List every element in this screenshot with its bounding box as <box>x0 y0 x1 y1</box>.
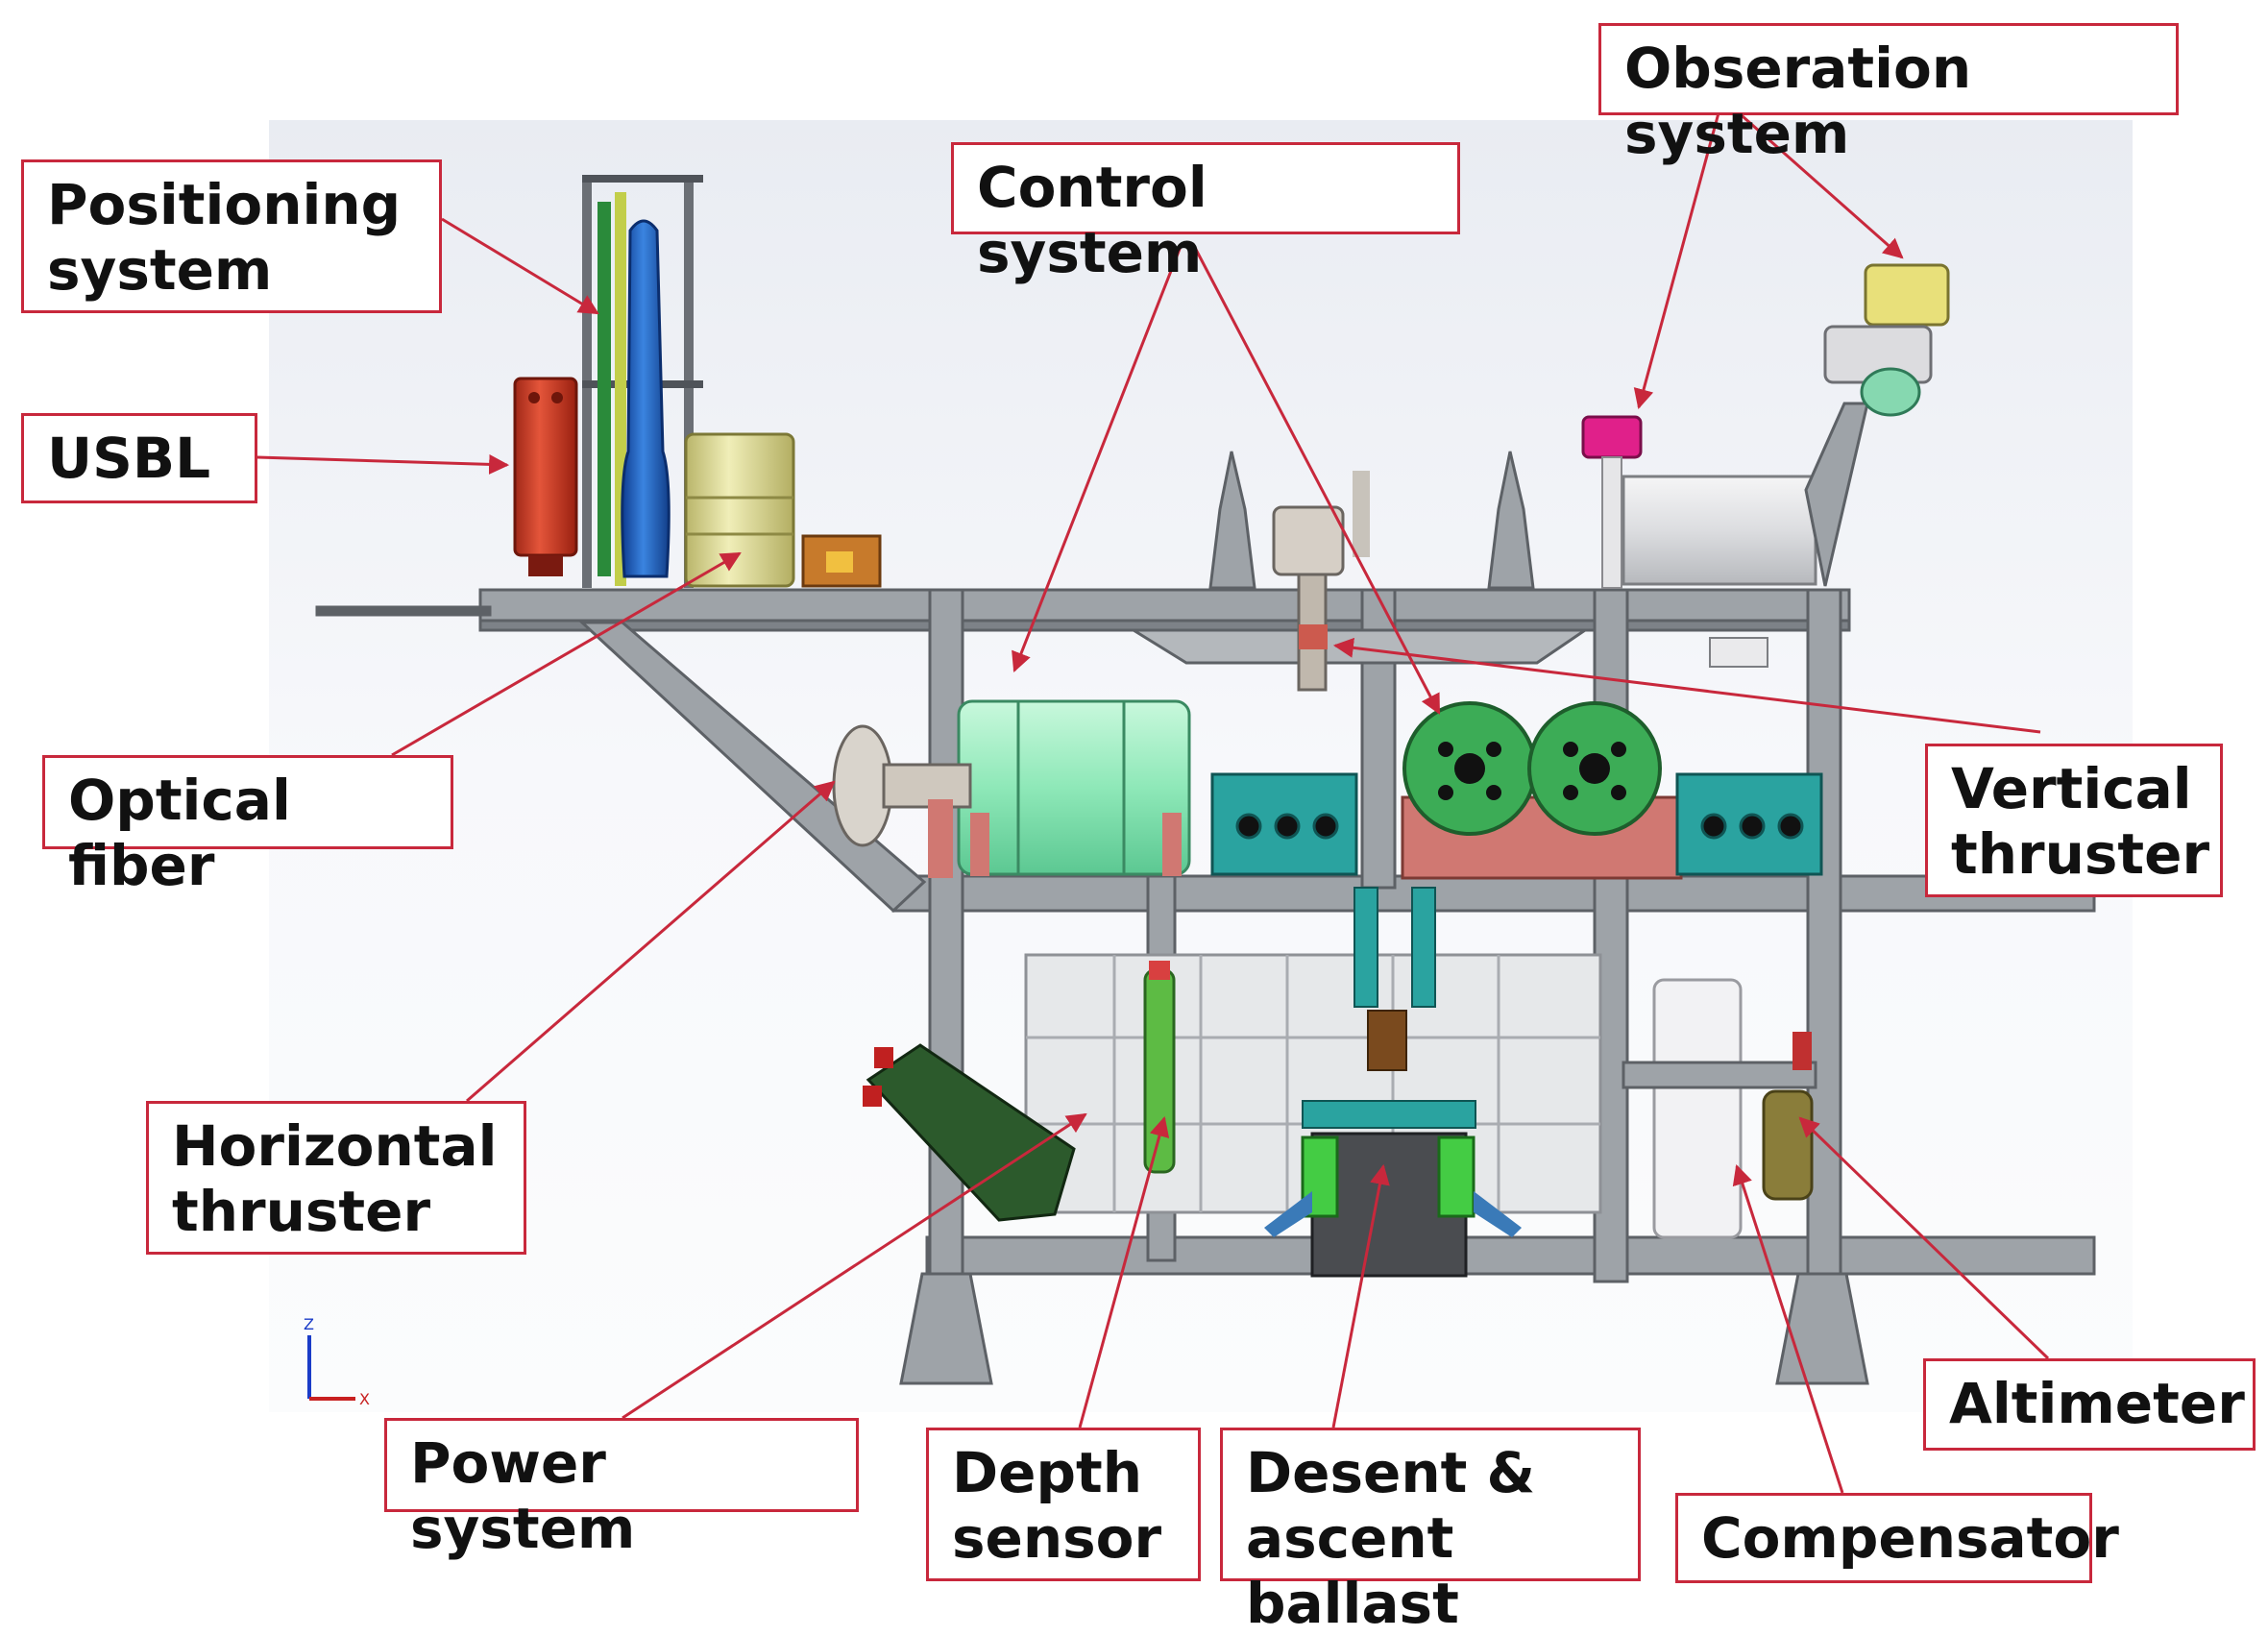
label-power-system: Power system <box>384 1418 859 1561</box>
label-control-system: Control system <box>951 142 1460 285</box>
arrow-positioning <box>441 217 599 315</box>
label-vertical-thruster: Vertical thruster <box>1925 744 2223 897</box>
callout-arrows <box>256 108 2050 1494</box>
label-usbl: USBL <box>21 413 257 503</box>
arrow-optical-fiber <box>391 551 742 757</box>
vehicle-diagram: Z X <box>256 108 2133 1494</box>
positioning-system <box>582 175 703 588</box>
render-background <box>269 120 2133 1412</box>
arrow-altimeter <box>1798 1116 2050 1360</box>
arrow-control-1 <box>1012 243 1183 672</box>
usbl-device <box>513 377 578 576</box>
teal-junction-boxes <box>1210 772 1823 876</box>
axis-triad: Z X <box>304 1315 370 1408</box>
horizontal-thruster <box>832 724 972 878</box>
arrow-control-2 <box>1191 243 1441 715</box>
label-observation-system: Obseration system <box>1598 23 2179 166</box>
ballast-assembly <box>1264 887 1522 1278</box>
control-disc-housings <box>1401 701 1683 880</box>
compensator <box>1622 978 1817 1239</box>
control-cylinder <box>957 699 1191 876</box>
vertical-thruster <box>1272 471 1370 692</box>
arrow-horizontal-thruster <box>466 780 836 1103</box>
label-altimeter: Altimeter <box>1923 1358 2256 1451</box>
arrow-usbl <box>256 453 510 475</box>
arrow-compensator <box>1732 1164 1844 1494</box>
arrow-power <box>622 1112 1087 1420</box>
arrow-observation-1 <box>1633 109 1721 410</box>
label-ballast: Desent & ascent ballast <box>1220 1428 1641 1636</box>
axis-x-label: X <box>359 1390 370 1408</box>
label-depth-sensor: Depth sensor <box>926 1428 1201 1581</box>
arrow-vertical-thruster <box>1332 637 2041 734</box>
label-horizontal-thruster: Horizontal thruster <box>146 1101 526 1255</box>
arrow-depth <box>1078 1115 1170 1428</box>
arrow-ballast <box>1331 1163 1390 1428</box>
arrow-observation-2 <box>1734 108 1904 259</box>
observation-system <box>1581 263 1950 668</box>
optical-fiber-drum <box>684 432 882 588</box>
lower-thruster-pod <box>863 1043 1076 1222</box>
axis-z-label: Z <box>304 1315 314 1333</box>
label-optical-fiber: Optical fiber <box>42 755 453 898</box>
power-system <box>1024 953 1602 1214</box>
label-positioning-system: Positioning system <box>21 159 442 313</box>
label-compensator: Compensator <box>1675 1493 2119 1583</box>
